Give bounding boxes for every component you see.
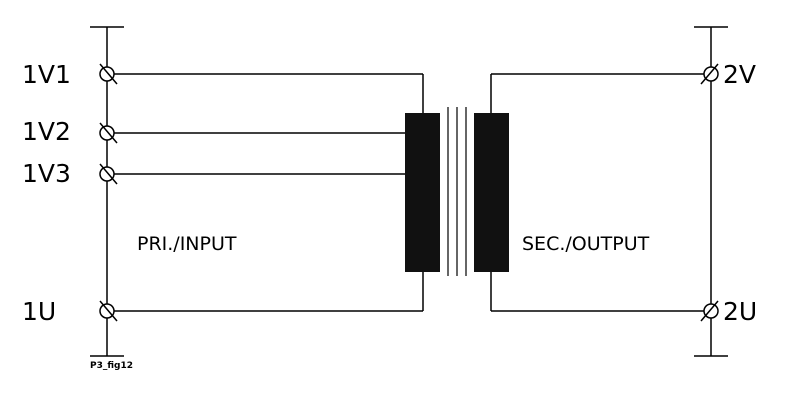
terminal-1v1 [99,63,118,85]
label-1v2: 1V2 [22,117,71,146]
primary-winding [405,113,440,272]
secondary-bus [694,26,728,357]
terminal-1v2 [99,122,118,144]
terminal-1u [99,300,118,322]
primary-bus [90,26,124,357]
primary-wires [114,73,424,312]
figure-caption: P3_fig12 [90,361,133,371]
label-2u: 2U [723,297,757,326]
secondary-wires [490,73,704,312]
label-1u: 1U [22,297,56,326]
label-1v3: 1V3 [22,159,71,188]
primary-section-label: PRI./INPUT [137,233,237,255]
secondary-winding [474,113,509,272]
secondary-section-label: SEC./OUTPUT [522,233,650,255]
label-2v: 2V [723,60,756,89]
terminal-2u [700,300,719,322]
terminal-1v3 [99,163,118,185]
terminal-2v [700,63,719,85]
label-1v1: 1V1 [22,60,71,89]
